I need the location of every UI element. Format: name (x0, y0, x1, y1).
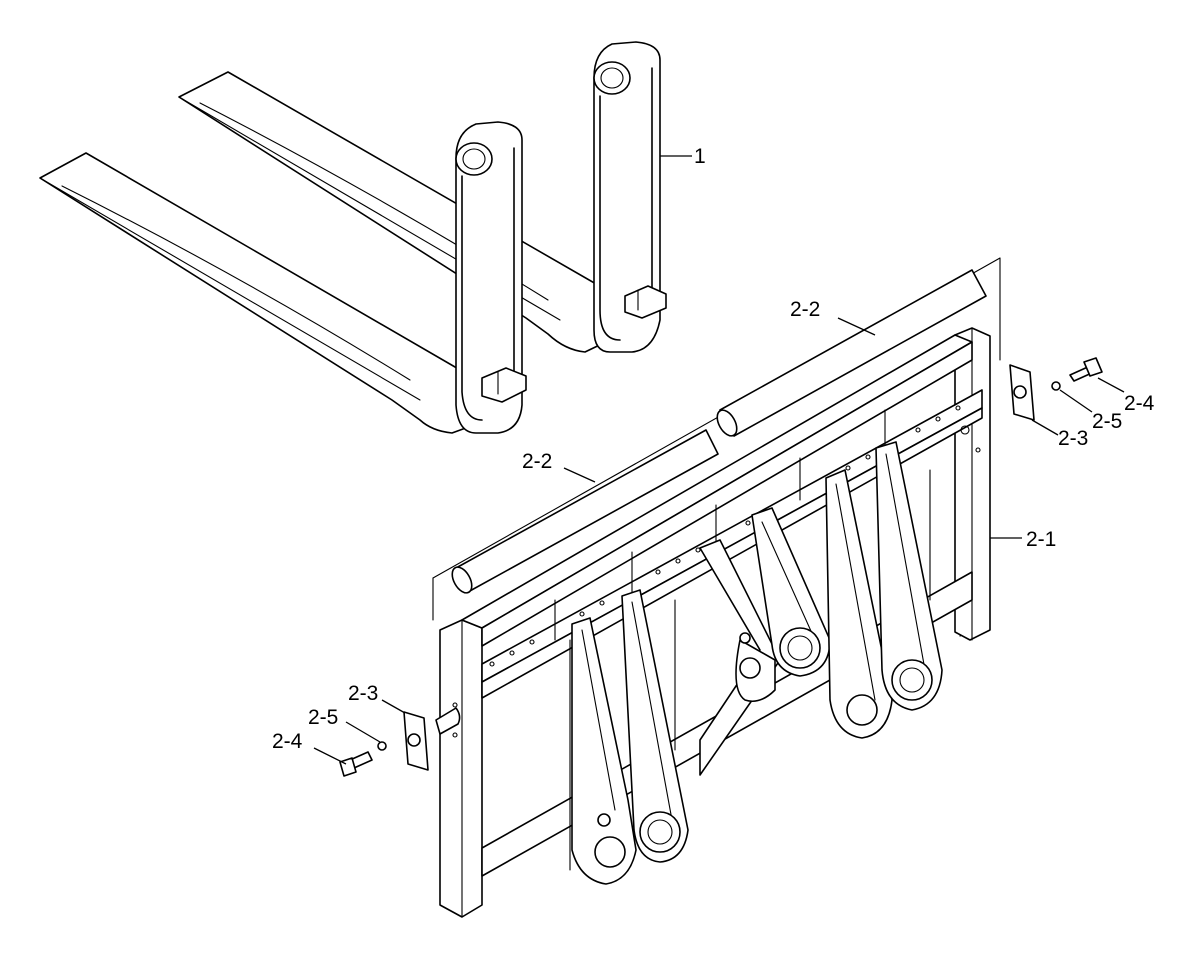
rod-lower (451, 429, 719, 594)
rod-upper (716, 269, 987, 437)
callout-labels: 1 2-2 2-2 2-1 2-3 2-5 2-4 2-3 2-5 2-4 (272, 145, 1155, 753)
callout-2-2-upper: 2-2 (790, 298, 820, 321)
washer-left (377, 741, 387, 751)
callout-2-3-left: 2-3 (348, 682, 378, 705)
washer-right (1051, 381, 1061, 391)
callout-leaders (313, 155, 1125, 765)
callout-2-4-right: 2-4 (1124, 392, 1155, 415)
fork-front (39, 121, 527, 434)
callout-2-3-right: 2-3 (1058, 427, 1088, 450)
callout-2-2-lower: 2-2 (522, 450, 552, 473)
fork-pair (39, 41, 667, 434)
callout-2-5-left: 2-5 (308, 706, 338, 729)
callout-2-4-left: 2-4 (272, 730, 303, 753)
callout-2-5-right: 2-5 (1092, 410, 1122, 433)
callout-1: 1 (694, 145, 706, 168)
hanger-arms (571, 441, 943, 885)
fastener-right (1009, 357, 1103, 421)
callout-2-1: 2-1 (1026, 528, 1056, 551)
